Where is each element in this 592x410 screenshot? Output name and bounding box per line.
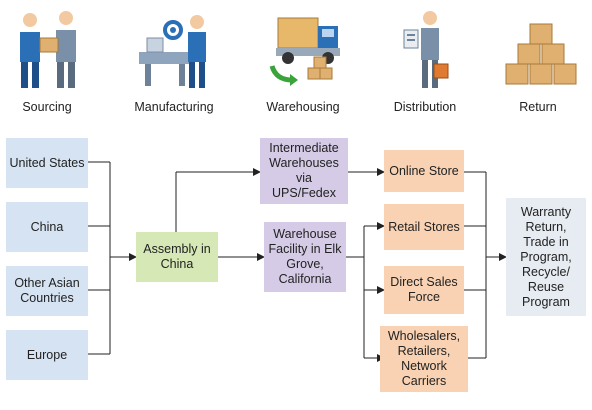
source-china: China (6, 202, 88, 252)
delivery-truck-icon (269, 17, 340, 86)
stage-label-distribution: Distribution (393, 100, 457, 114)
stage-label-manufacturing: Manufacturing (134, 100, 214, 114)
assembly-box: Assembly in China (136, 232, 218, 282)
intermediate-warehouses-box: Intermediate Warehouses via UPS/Fedex (260, 138, 348, 204)
stage-label-sourcing: Sourcing (22, 100, 72, 114)
stacked-boxes-icon (505, 23, 577, 85)
people-exchanging-box-icon (20, 11, 76, 88)
source-europe: Europe (6, 330, 88, 380)
stage-label-warehousing: Warehousing (266, 100, 340, 114)
channel-wholesalers: Wholesalers, Retailers, Network Carriers (380, 326, 468, 392)
person-with-clipboard-icon (403, 11, 449, 88)
return-programs-box: Warranty Return, Trade in Program, Recyc… (506, 198, 586, 316)
stage-label-return: Return (519, 100, 557, 114)
warehouse-facility-box: Warehouse Facility in Elk Grove, Califor… (264, 222, 346, 292)
factory-worker-icon (139, 15, 206, 88)
channel-online-store: Online Store (384, 150, 464, 192)
channel-retail-stores: Retail Stores (384, 204, 464, 250)
source-united-states: United States (6, 138, 88, 188)
channel-direct-sales-force: Direct Sales Force (384, 266, 464, 314)
source-other-asian-countries: Other Asian Countries (6, 266, 88, 316)
